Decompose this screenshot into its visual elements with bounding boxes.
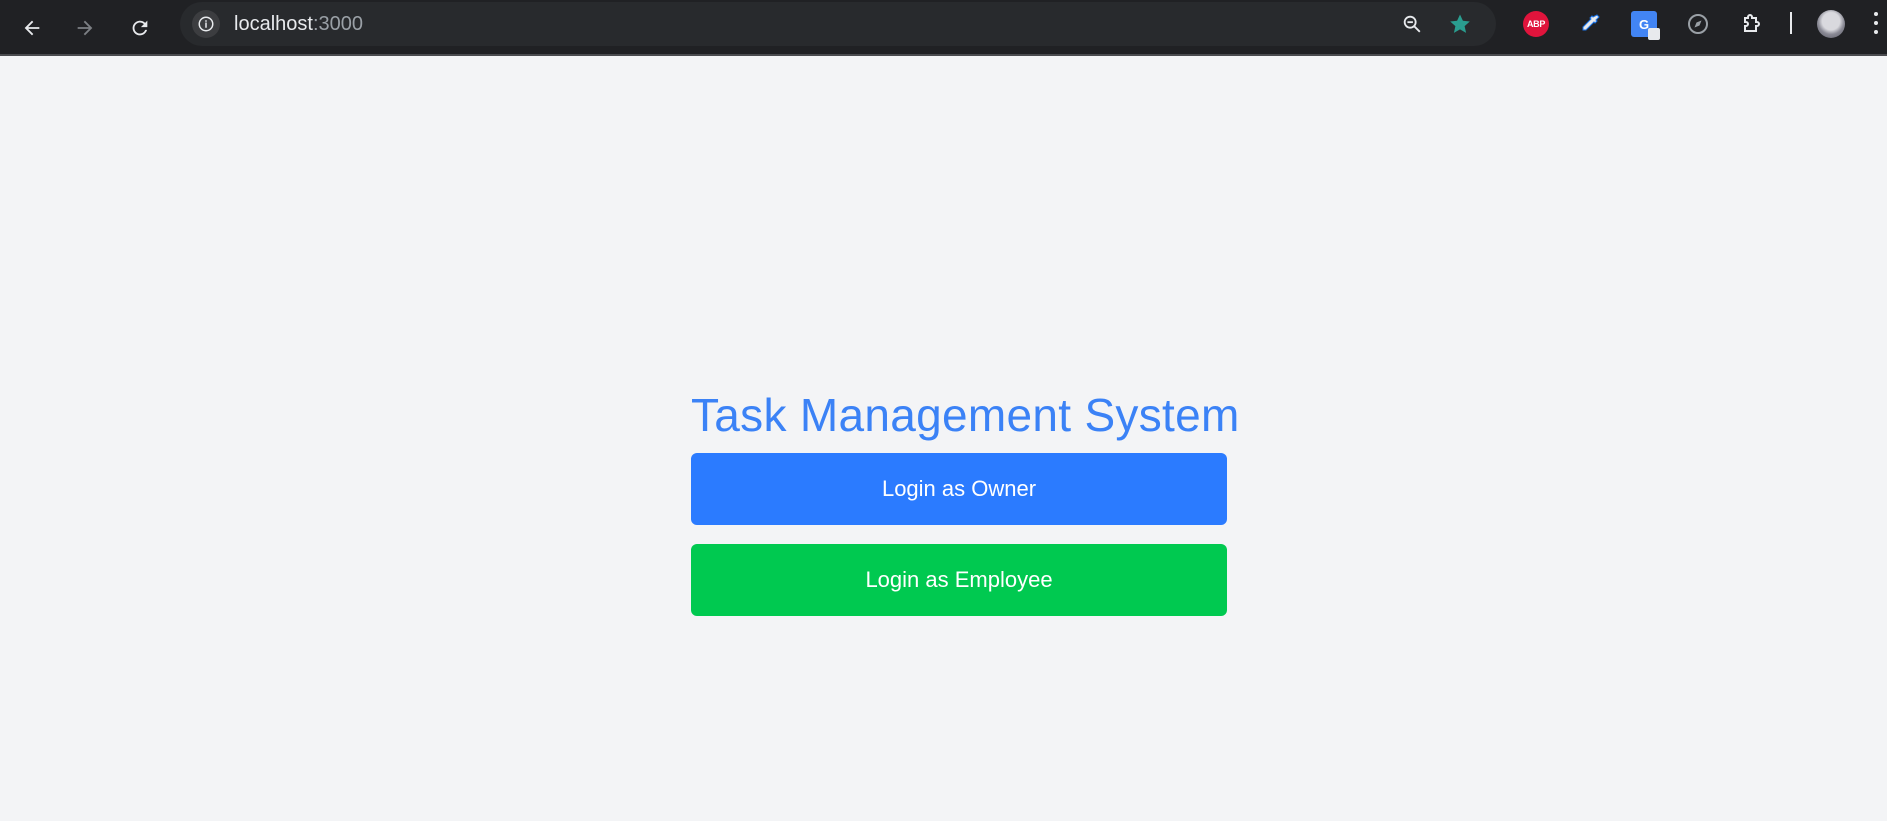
address-bar[interactable]: localhost:3000 xyxy=(180,2,1496,46)
zoom-out-icon xyxy=(1403,15,1421,33)
toolbar-divider xyxy=(1790,12,1792,34)
arrow-right-icon xyxy=(77,20,93,36)
extensions-button[interactable] xyxy=(1736,8,1768,40)
url-text: localhost:3000 xyxy=(234,13,363,36)
google-translate-icon: G xyxy=(1631,11,1660,40)
bookmark-button[interactable] xyxy=(1446,10,1474,38)
url-port: :3000 xyxy=(312,13,363,35)
login-owner-button[interactable]: Login as Owner xyxy=(691,453,1227,525)
arrow-left-icon xyxy=(24,20,40,36)
adblock-plus-icon: ABP xyxy=(1523,11,1549,37)
compass-icon xyxy=(1688,14,1708,34)
abp-label: ABP xyxy=(1526,19,1546,29)
eyedropper-icon xyxy=(1582,14,1600,31)
translate-extension[interactable]: G xyxy=(1628,8,1660,40)
star-icon xyxy=(1450,14,1470,33)
zoom-button[interactable] xyxy=(1398,10,1426,38)
login-panel: Task Management System Login as Owner Lo… xyxy=(691,389,1240,616)
translate-label: G xyxy=(1638,16,1650,32)
login-employee-button[interactable]: Login as Employee xyxy=(691,544,1227,616)
kebab-menu-icon[interactable] xyxy=(1874,12,1880,36)
url-host: localhost xyxy=(234,13,313,35)
site-info-button[interactable] xyxy=(192,10,220,38)
reload-icon xyxy=(132,20,148,36)
browser-toolbar: localhost:3000 ABP G xyxy=(0,0,1887,56)
back-button[interactable] xyxy=(12,8,52,48)
page-content: Task Management System Login as Owner Lo… xyxy=(0,58,1887,821)
compass-extension[interactable] xyxy=(1682,8,1714,40)
forward-button[interactable] xyxy=(65,8,105,48)
adblock-extension[interactable]: ABP xyxy=(1520,8,1552,40)
info-icon xyxy=(198,16,214,32)
avatar[interactable] xyxy=(1817,10,1845,38)
puzzle-icon xyxy=(1744,14,1760,32)
reload-button[interactable] xyxy=(120,8,160,48)
page-title: Task Management System xyxy=(691,389,1240,441)
eyedropper-extension[interactable] xyxy=(1574,8,1606,40)
